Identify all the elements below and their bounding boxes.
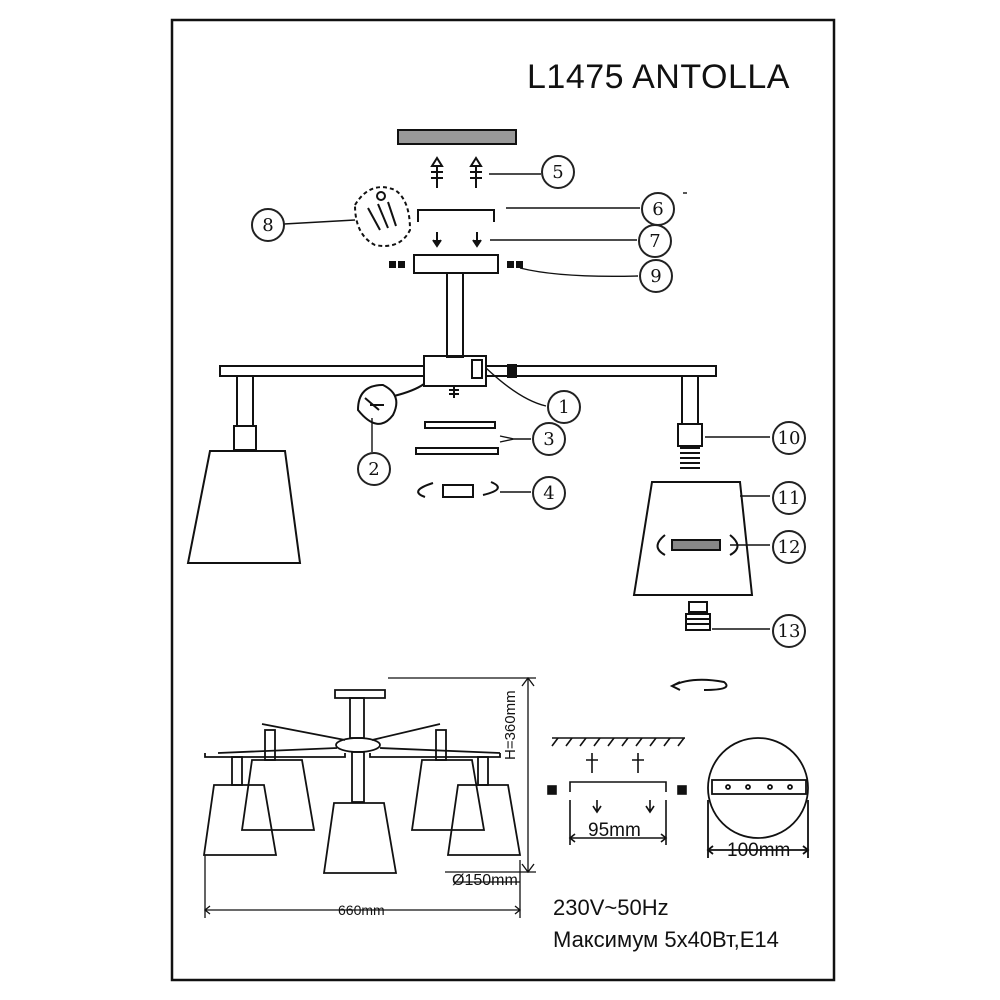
height-dimension: H=360mm xyxy=(502,690,519,760)
voltage-spec: 230V~50Hz xyxy=(553,895,669,920)
canopy-detail xyxy=(706,737,810,858)
callout-9: 9 xyxy=(639,259,673,293)
leader-lines xyxy=(283,173,770,630)
canopy xyxy=(413,254,499,274)
shade-diameter-dimension: Ø150mm xyxy=(452,872,518,889)
canopy-screws xyxy=(389,261,523,268)
wire-terminal xyxy=(353,186,412,247)
page-frame xyxy=(170,18,836,982)
bulb-socket xyxy=(685,601,711,631)
callout-1: 1 xyxy=(547,390,581,424)
max-power-spec: Максимум 5х40Вт,E14 xyxy=(553,927,779,952)
assembled-chandelier xyxy=(202,689,522,874)
rotate-arrow xyxy=(669,678,728,691)
ceiling-plate xyxy=(397,129,517,145)
wall-anchors xyxy=(430,156,483,188)
product-title: L1475 ANTOLLA xyxy=(527,58,790,96)
callout-7: 7 xyxy=(638,224,672,258)
callout-6: 6 xyxy=(641,192,675,226)
callout-11: 11 xyxy=(772,481,806,515)
right-shade xyxy=(632,481,754,596)
bracket-screws xyxy=(432,232,482,248)
callout-5: 5 xyxy=(541,155,575,189)
bracket-detail xyxy=(547,737,687,845)
canopy-diameter-dimension: 100mm xyxy=(727,840,791,861)
callout-3: 3 xyxy=(532,422,566,456)
left-shade xyxy=(186,450,302,564)
finial xyxy=(417,481,499,498)
bracket-width-dimension: 95mm xyxy=(588,820,641,841)
shade-ring xyxy=(656,534,739,556)
cover-plate-bottom xyxy=(415,447,499,455)
callout-8: 8 xyxy=(251,208,285,242)
left-arm xyxy=(219,365,425,377)
cover-plate-top xyxy=(424,421,496,429)
width-dimension: 660mm xyxy=(338,902,385,918)
callout-4: 4 xyxy=(532,476,566,510)
callout-12: 12 xyxy=(772,530,806,564)
callout-10: 10 xyxy=(772,421,806,455)
down-rod xyxy=(446,272,464,358)
callout-13: 13 xyxy=(772,614,806,648)
mounting-bracket xyxy=(417,209,495,222)
right-arm xyxy=(485,365,717,377)
right-lamp-stem xyxy=(681,375,699,425)
left-lamp-stem xyxy=(236,375,254,427)
wire-connector xyxy=(356,383,425,425)
callout-2: 2 xyxy=(357,452,391,486)
dimension-lines xyxy=(203,676,536,918)
